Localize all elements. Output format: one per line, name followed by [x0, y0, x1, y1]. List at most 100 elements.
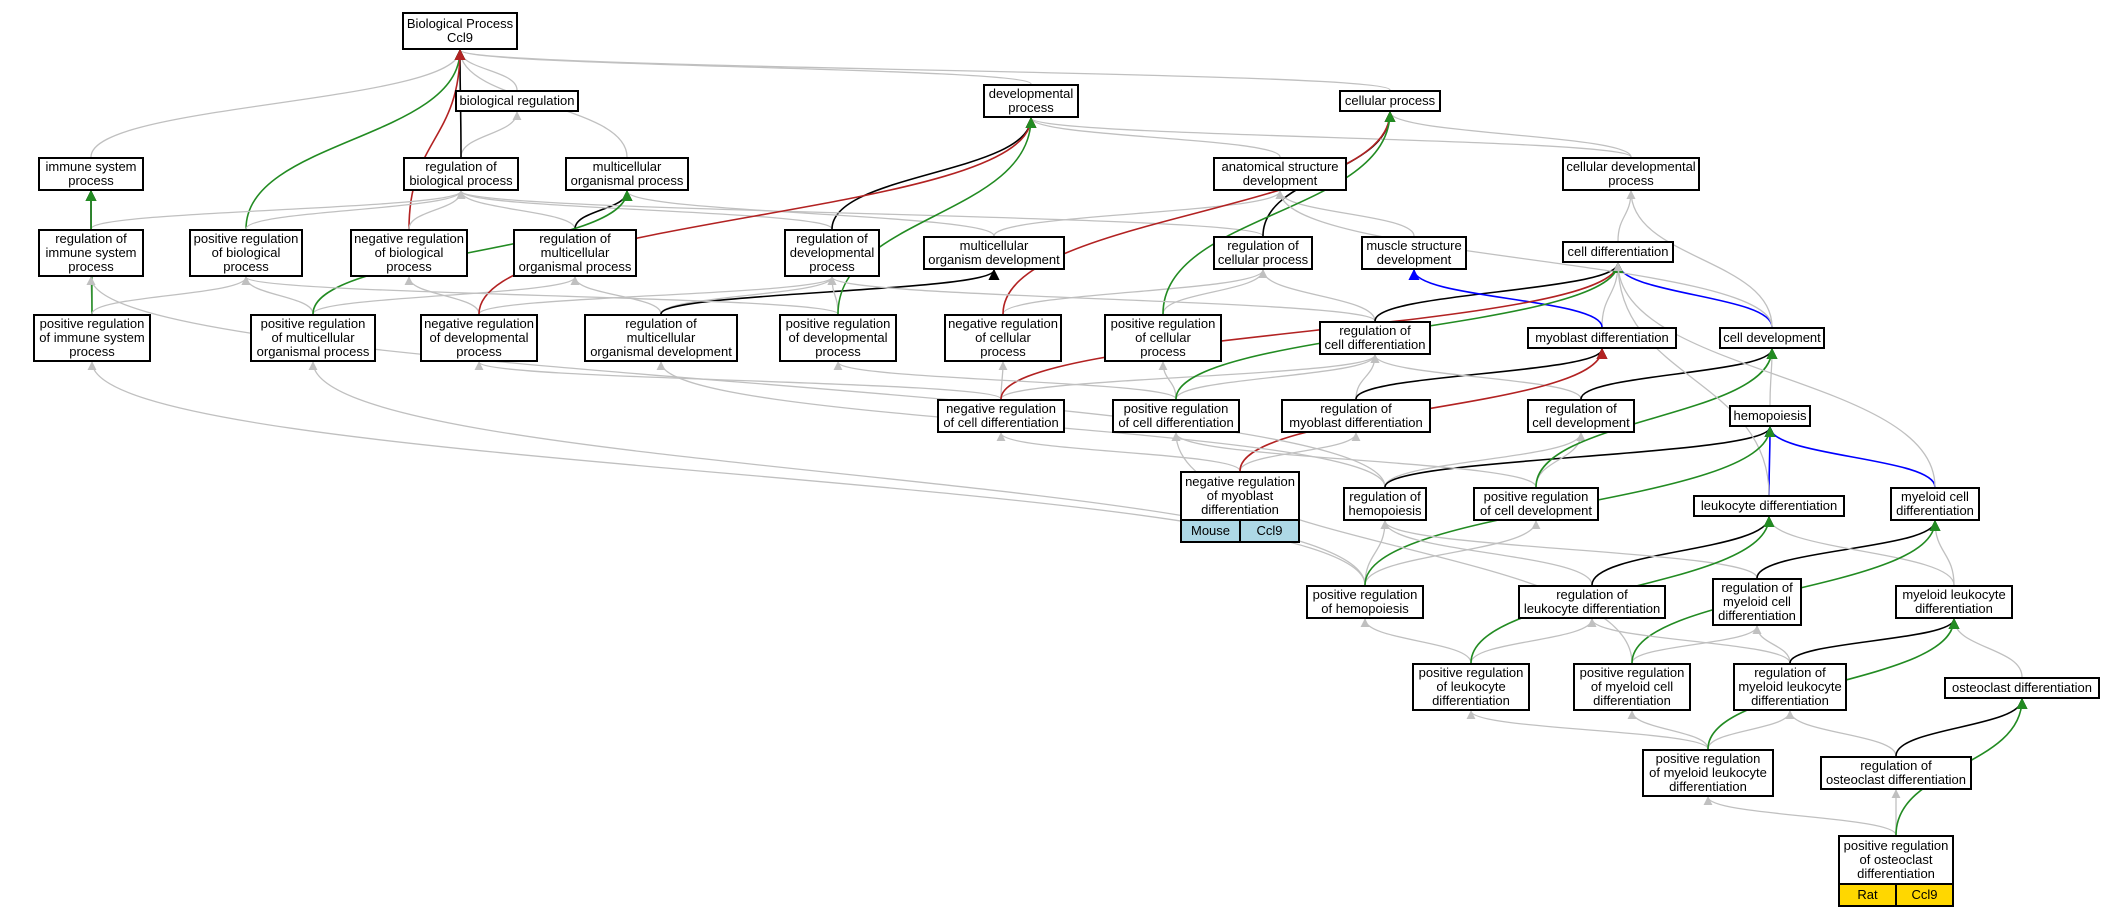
go-term-node-cellular-process[interactable]: cellular process [1339, 90, 1441, 112]
edge-is-a [1026, 117, 1632, 158]
go-term-node-cell-differentiation[interactable]: cell differentiation [1562, 241, 1674, 263]
node-label-line: myoblast differentiation [1535, 330, 1669, 345]
edge-negatively-regulates [1002, 110, 1396, 315]
edge-is-a [245, 190, 466, 230]
go-term-node-osteoclast-differentiation[interactable]: osteoclast differentiation [1944, 677, 2100, 699]
node-label-line: Ccl9 [446, 30, 473, 45]
node-label-line: process [1608, 173, 1654, 188]
edge-is-a [1162, 269, 1268, 315]
node-label-line: organism development [928, 252, 1060, 267]
node-label-line: process [456, 344, 502, 359]
edge-is-a [570, 276, 662, 315]
edge-regulates [1355, 347, 1608, 400]
node-label-line: differentiation [1857, 866, 1935, 881]
edge-regulates [1591, 515, 1775, 586]
node-label-line: positive regulation [260, 316, 366, 331]
node-label-line: of cell differentiation [1118, 415, 1234, 430]
node-label-line: multicellular [626, 330, 696, 345]
edge-is-a [1703, 796, 1897, 836]
go-term-node-biological-regulation[interactable]: biological regulation [455, 90, 579, 112]
edge-positively-regulates [1162, 110, 1396, 315]
node-label-line: of cell differentiation [943, 415, 1059, 430]
edge-positively-regulates [837, 116, 1037, 315]
node-label-line: cellular process [1344, 93, 1436, 108]
edge-is-a [1000, 354, 1380, 400]
gene-name-cell: Ccl9 [1895, 885, 1952, 905]
node-label-line: process [69, 344, 115, 359]
node-label-line: positive regulation [39, 316, 145, 331]
edge-is-a [1587, 618, 1791, 664]
node-label-line: negative regulation [948, 316, 1058, 331]
node-label-line: process [980, 344, 1026, 359]
node-label-line: positive regulation [1579, 665, 1685, 680]
edge-is-a [474, 361, 1002, 400]
node-label-line: positive regulation [1123, 401, 1229, 416]
node-label-line: regulation of [1721, 580, 1793, 595]
edge-is-a [241, 276, 314, 315]
node-label-line: of myoblast [1206, 488, 1274, 503]
node-label-line: differentiation [1593, 693, 1671, 708]
edge-is-a [1380, 520, 1758, 579]
go-term-node-leukocyte-differentiation[interactable]: leukocyte differentiation [1693, 495, 1845, 517]
edge-is-a [404, 276, 480, 315]
node-label-line: hemopoiesis [1733, 408, 1807, 423]
go-term-node-hemopoiesis[interactable]: hemopoiesis [1729, 405, 1811, 427]
node-label-line: positive regulation [1655, 751, 1761, 766]
edge-regulates [1374, 261, 1624, 322]
node-label-line: of hemopoiesis [1321, 601, 1409, 616]
edge-is-a [1364, 520, 1541, 586]
node-label-line: developmental [988, 86, 1074, 101]
node-label-line: leukocyte differentiation [1523, 601, 1661, 616]
edge-is-a [1171, 432, 1633, 664]
node-label-line: of cellular [1135, 330, 1191, 345]
node-label-line: myoblast differentiation [1289, 415, 1423, 430]
node-label-line: muscle structure [1366, 238, 1462, 253]
edge-is-a [1171, 432, 1537, 488]
edge-is-a [308, 361, 1366, 586]
go-term-node-cell-development[interactable]: cell development [1719, 327, 1825, 349]
go-term-node-myoblast-differentiation[interactable]: myoblast differentiation [1527, 327, 1677, 349]
